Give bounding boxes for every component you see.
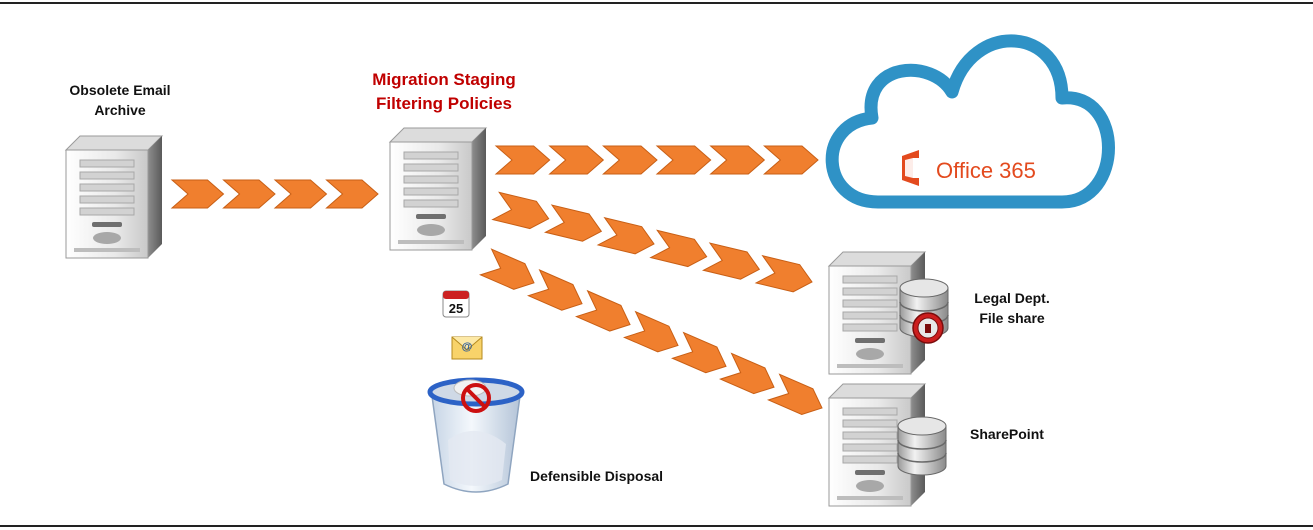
chevron-arrow: [719, 352, 775, 395]
calendar-day: 25: [449, 301, 463, 316]
lock-icon: [912, 312, 944, 344]
staging-label: Migration Staging Filtering Policies: [352, 68, 536, 116]
chevron-arrow: [701, 242, 761, 280]
chevron-arrow: [222, 179, 276, 209]
source-label-line1: Obsolete Email: [69, 82, 171, 98]
chevron-arrow: [709, 145, 766, 175]
chevron-arrow: [548, 145, 605, 175]
flow-arrows: [170, 145, 823, 415]
staging-label-line1: Migration Staging: [372, 70, 516, 89]
email-envelope-icon: @: [451, 336, 483, 360]
chevron-arrow: [527, 269, 583, 311]
legal-label-line1: Legal Dept.: [974, 290, 1050, 306]
chevron-arrow: [763, 145, 819, 175]
prohibited-icon: [461, 383, 491, 413]
sharepoint-label: SharePoint: [970, 426, 1044, 442]
chevron-arrow: [596, 216, 655, 255]
calendar-icon: 25: [442, 290, 470, 318]
chevron-arrow: [170, 179, 225, 209]
legal-database-icon: [899, 278, 949, 344]
source-label: Obsolete Email Archive: [58, 80, 182, 120]
chevron-arrow: [649, 229, 708, 268]
disposal-label: Defensible Disposal: [530, 468, 664, 484]
chevron-arrow: [754, 254, 813, 293]
flow-chain-4: [479, 248, 823, 415]
chevron-arrow: [671, 331, 727, 374]
chevron-arrow: [491, 191, 550, 230]
sharepoint-database-icon: [897, 416, 947, 476]
staging-server-icon: [389, 127, 487, 251]
chevron-arrow: [325, 179, 379, 209]
chevron-arrow: [494, 145, 551, 175]
legal-label-line2: File share: [979, 310, 1045, 326]
chevron-arrow: [273, 179, 328, 209]
chevron-arrow: [602, 145, 658, 175]
recycle-bin-icon: [427, 377, 525, 493]
source-label-line2: Archive: [94, 102, 146, 118]
flow-chain-1: [170, 179, 379, 209]
office-logo-icon: [902, 150, 923, 186]
source-server-icon: [65, 135, 163, 259]
legal-label: Legal Dept. File share: [962, 288, 1062, 328]
chevron-arrow: [655, 145, 712, 175]
chevron-arrow: [479, 248, 535, 290]
flow-chain-2: [494, 145, 819, 175]
chevron-arrow: [543, 204, 603, 242]
flow-chain-3: [491, 191, 813, 293]
cloud-icon: [825, 34, 1115, 209]
staging-label-line2: Filtering Policies: [375, 94, 513, 113]
chevron-arrow: [575, 289, 631, 332]
chevron-arrow: [623, 310, 679, 353]
office365-label: Office 365: [936, 158, 1036, 183]
chevron-arrow: [767, 373, 823, 415]
svg-text:@: @: [462, 341, 473, 353]
